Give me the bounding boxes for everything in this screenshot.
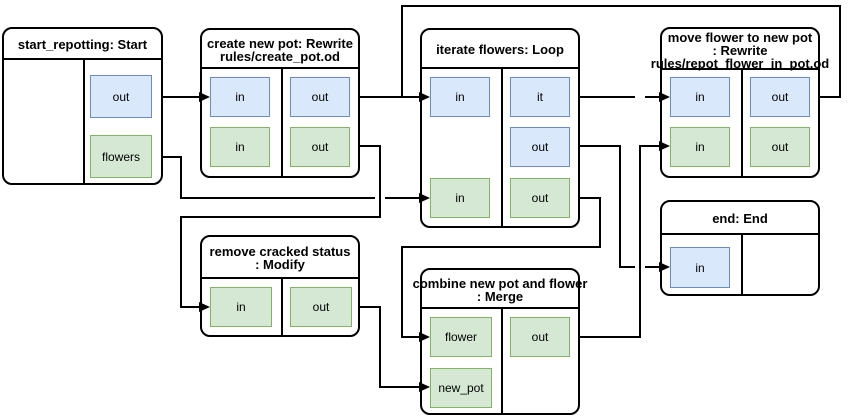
node-combine-new-pot-and-flower-title-line: combine new pot and flower: [412, 275, 588, 291]
edge-remove-out-to-combine-newpot-segment: [351, 306, 381, 308]
edge-remove-out-to-combine-newpot-segment: [379, 386, 421, 388]
edge-move-out-loopback-to-iterate-in-segment: [809, 96, 841, 98]
edge-iterate-out-to-combine-flower-segment: [401, 246, 403, 338]
port-create-new-pot-in[interactable]: in: [210, 77, 270, 117]
node-remove-cracked-status-title: remove cracked status: Modify: [202, 237, 358, 279]
node-combine-new-pot-and-flower-title: combine new pot and flower: Merge: [413, 270, 587, 309]
edge-remove-out-to-combine-newpot-arrowhead: [419, 382, 430, 392]
port-remove-cracked-status-out[interactable]: out: [290, 287, 352, 327]
node-iterate-flowers-title-line: iterate flowers: Loop: [436, 42, 564, 57]
edge-start-out-to-create-in-arrowhead: [199, 92, 210, 102]
edge-combine-out-to-move-in-segment: [639, 145, 641, 338]
port-create-new-pot-out[interactable]: out: [290, 77, 350, 117]
node-remove-cracked-status-title-line: remove cracked status: [209, 244, 351, 259]
port-iterate-flowers-in[interactable]: in: [430, 77, 490, 117]
port-combine-new-pot-and-flower-flower[interactable]: flower: [430, 317, 492, 357]
port-move-flower-to-new-pot-in[interactable]: in: [670, 77, 730, 117]
edge-iterate-out-to-combine-flower-segment: [401, 336, 421, 338]
edge-remove-out-to-combine-newpot-segment: [379, 306, 381, 388]
edge-start-flowers-to-iterate-in-segment: [151, 156, 182, 158]
node-create-new-pot-title-line: create new pot: Rewrite: [207, 35, 353, 51]
edge-move-out-loopback-to-iterate-in-segment: [401, 5, 841, 7]
edge-create-out-to-remove-in-segment: [379, 145, 381, 218]
edge-combine-out-to-move-in-arrowhead: [659, 141, 670, 151]
edge-move-out-loopback-to-iterate-in-segment: [839, 5, 841, 98]
port-move-flower-to-new-pot-out[interactable]: out: [750, 127, 810, 167]
edge-start-flowers-to-iterate-in-segment: [385, 197, 421, 199]
edge-start-flowers-to-iterate-in-arrowhead: [419, 193, 430, 203]
node-iterate-flowers-title: iterate flowers: Loop: [422, 30, 578, 69]
edge-iterate-it-to-move-in-segment: [569, 96, 635, 98]
node-end-title-line: end: End: [712, 211, 768, 226]
edge-iterate-out-to-combine-flower-segment: [401, 246, 601, 248]
edge-iterate-out-to-combine-flower-segment: [599, 197, 601, 248]
edge-start-out-to-create-in-segment: [151, 96, 201, 98]
edge-create-out-to-remove-in-arrowhead: [199, 302, 210, 312]
edge-iterate-out-to-end-in-arrowhead: [659, 262, 670, 272]
port-move-flower-to-new-pot-in[interactable]: in: [670, 127, 730, 167]
edge-start-flowers-to-iterate-in-segment: [180, 197, 375, 199]
node-move-flower-to-new-pot-title-line: rules/repot_flower_in_pot.od: [650, 56, 830, 71]
edge-create-out-to-remove-in-segment: [349, 145, 381, 147]
edge-iterate-out-to-end-in-segment: [569, 145, 621, 147]
edge-start-flowers-to-iterate-in-segment: [180, 156, 182, 199]
edge-iterate-out-to-end-in-segment: [619, 266, 635, 268]
node-remove-cracked-status-column-divider: [281, 277, 283, 337]
edge-move-out-loopback-to-iterate-in-segment: [401, 5, 403, 98]
node-move-flower-to-new-pot-title-line: move flower to new pot: [667, 30, 813, 45]
port-start-repotting-out[interactable]: out: [90, 75, 152, 118]
node-move-flower-to-new-pot-column-divider: [741, 68, 743, 178]
port-combine-new-pot-and-flower-new-pot[interactable]: new_pot: [430, 368, 492, 408]
edge-iterate-out-to-end-in-segment: [619, 145, 621, 268]
port-create-new-pot-out[interactable]: out: [290, 127, 350, 167]
edge-create-out-to-iterate-in-arrowhead: [419, 92, 430, 102]
node-create-new-pot-column-divider: [281, 67, 283, 178]
edge-create-out-to-iterate-in-segment: [349, 96, 421, 98]
port-iterate-flowers-in[interactable]: in: [430, 178, 490, 218]
node-start-repotting-title: start_repotting: Start: [4, 29, 161, 60]
edge-iterate-out-to-combine-flower-arrowhead: [419, 332, 430, 342]
node-remove-cracked-status-title-line: : Modify: [255, 257, 305, 272]
edge-iterate-it-to-move-in-arrowhead: [659, 92, 670, 102]
edge-create-out-to-remove-in-segment: [180, 216, 182, 308]
edge-iterate-out-to-end-in-segment: [645, 266, 661, 268]
port-combine-new-pot-and-flower-out[interactable]: out: [510, 317, 570, 357]
node-start-repotting-title-line: start_repotting: Start: [17, 37, 148, 52]
node-combine-new-pot-and-flower-title-line: : Merge: [476, 288, 524, 304]
edge-create-out-to-remove-in-segment: [180, 306, 201, 308]
node-end-title: end: End: [662, 202, 818, 235]
port-iterate-flowers-out[interactable]: out: [510, 127, 570, 167]
node-create-new-pot-title-line: rules/create_pot.od: [220, 48, 340, 64]
port-start-repotting-flowers[interactable]: flowers: [90, 135, 152, 178]
port-remove-cracked-status-in[interactable]: in: [210, 287, 272, 327]
node-move-flower-to-new-pot-title-line: : Rewrite: [712, 43, 768, 58]
edge-create-out-to-remove-in-segment: [180, 216, 381, 218]
node-start-repotting-column-divider: [83, 58, 85, 185]
port-iterate-flowers-it[interactable]: it: [510, 77, 570, 117]
port-create-new-pot-in[interactable]: in: [210, 127, 270, 167]
edge-combine-out-to-move-in-segment: [569, 336, 641, 338]
edge-iterate-out-to-combine-flower-segment: [569, 197, 601, 199]
port-end-in[interactable]: in: [670, 247, 730, 288]
port-move-flower-to-new-pot-out[interactable]: out: [750, 77, 810, 117]
node-iterate-flowers-column-divider: [501, 67, 503, 228]
node-end-column-divider: [741, 233, 743, 296]
edge-combine-out-to-move-in-segment: [639, 145, 661, 147]
port-iterate-flowers-out[interactable]: out: [510, 178, 570, 218]
node-combine-new-pot-and-flower-column-divider: [501, 307, 503, 415]
edge-iterate-it-to-move-in-segment: [645, 96, 661, 98]
